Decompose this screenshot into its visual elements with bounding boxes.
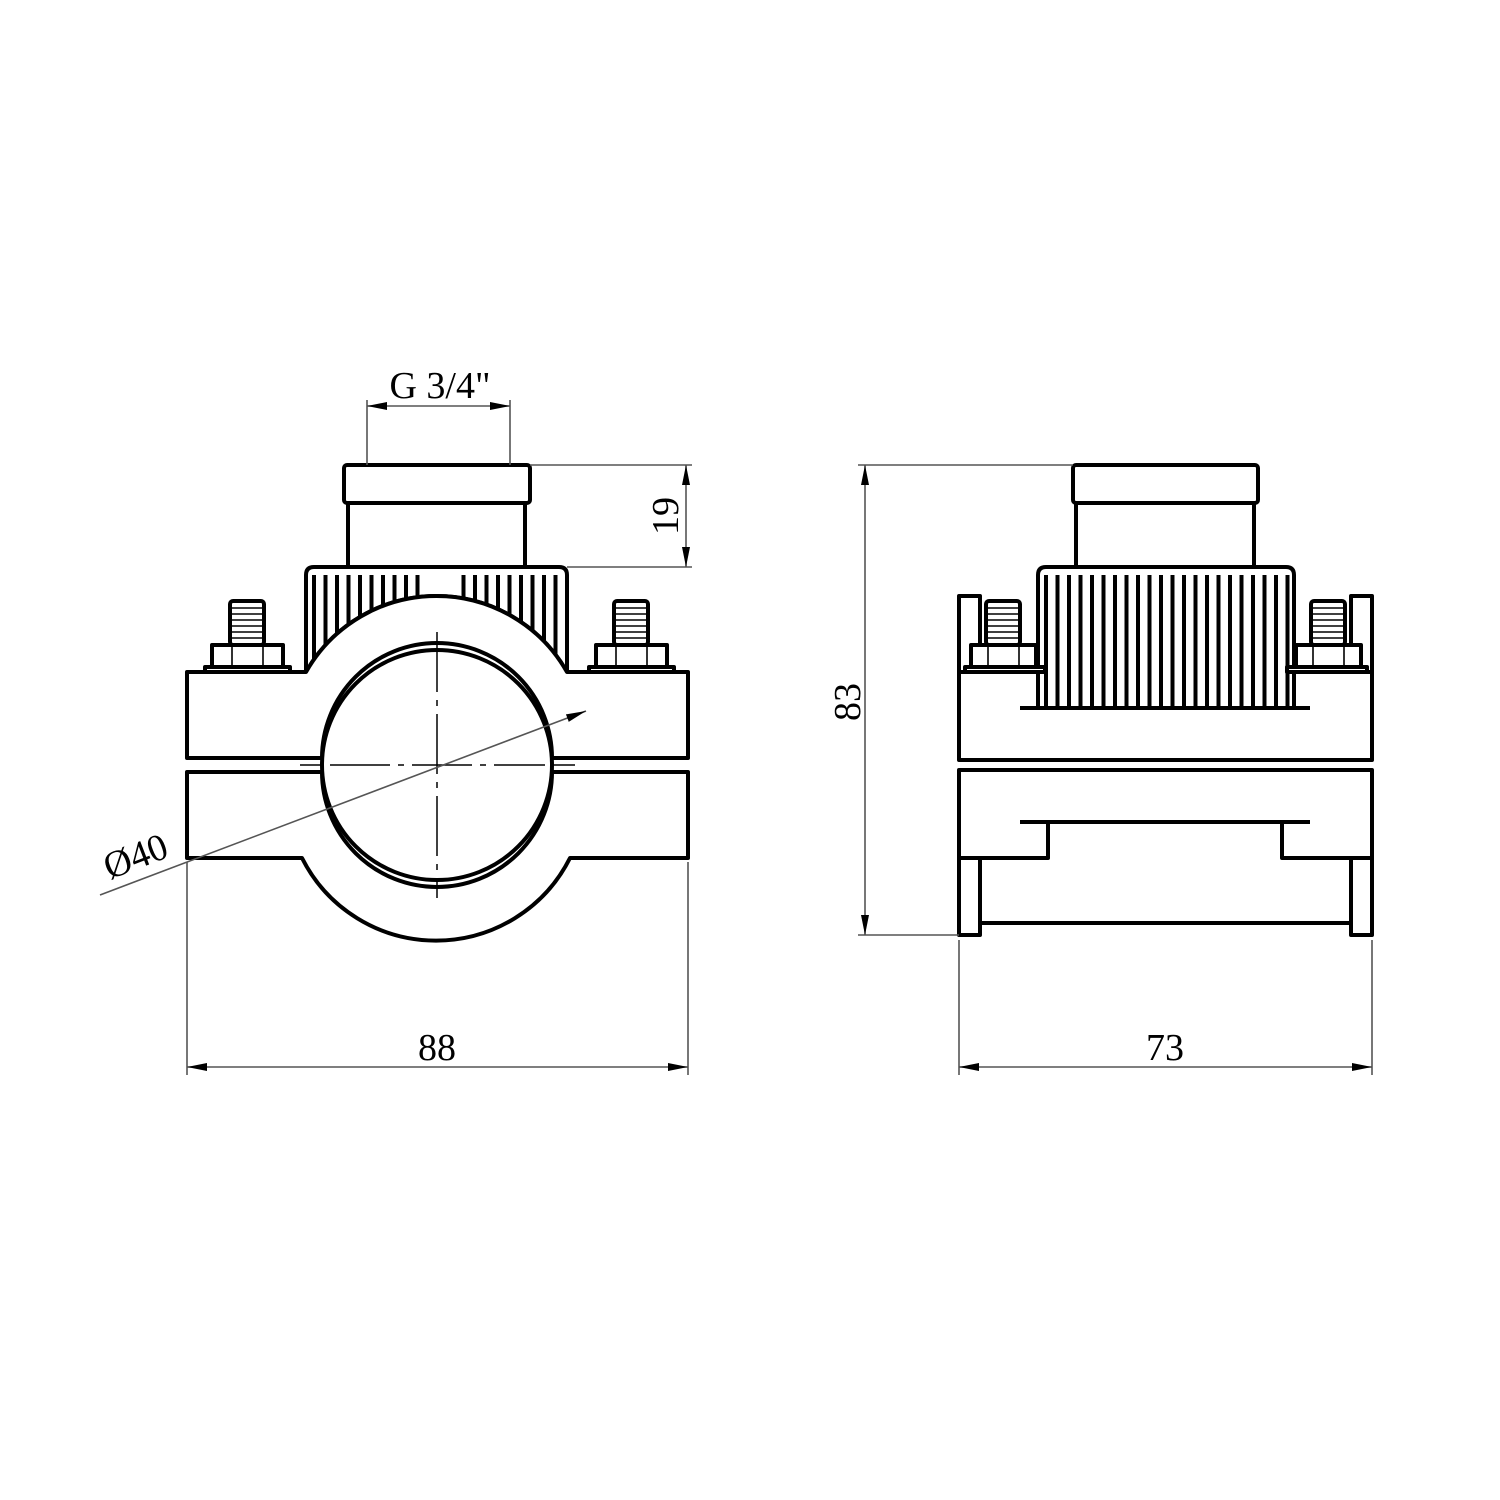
side-view: 83 73 <box>827 463 1374 1075</box>
front-neck <box>346 501 527 569</box>
side-bolt-left <box>963 599 1047 674</box>
cap-height-label: 19 <box>645 497 687 535</box>
thread-dimension: G 3/4" <box>366 365 511 465</box>
front-width-label: 88 <box>418 1027 456 1069</box>
overall-height-label: 83 <box>827 683 869 721</box>
front-width-dimension: 88 <box>186 862 689 1075</box>
side-neck <box>1074 501 1256 569</box>
side-width-dimension: 73 <box>958 940 1373 1075</box>
side-bolt-right <box>1285 599 1369 674</box>
side-lower-clamp <box>957 768 1374 860</box>
side-cap <box>1071 463 1260 505</box>
front-cap <box>342 463 532 505</box>
side-ribbed-collar <box>1036 565 1296 710</box>
overall-height-dimension: 83 <box>827 464 1073 936</box>
thread-size-label: G 3/4" <box>389 365 490 407</box>
front-bolt-left <box>203 599 292 674</box>
front-view: G 3/4" 19 Ø40 88 <box>98 365 692 1075</box>
side-leg-left <box>957 856 982 937</box>
side-collar-ribs <box>1044 575 1290 706</box>
side-width-label: 73 <box>1146 1027 1184 1069</box>
diameter-label: Ø40 <box>98 825 174 888</box>
side-leg-right <box>1349 856 1374 937</box>
front-bolt-right <box>587 599 676 674</box>
cap-height-dimension: 19 <box>530 464 692 568</box>
front-collar-ribs <box>312 575 558 660</box>
